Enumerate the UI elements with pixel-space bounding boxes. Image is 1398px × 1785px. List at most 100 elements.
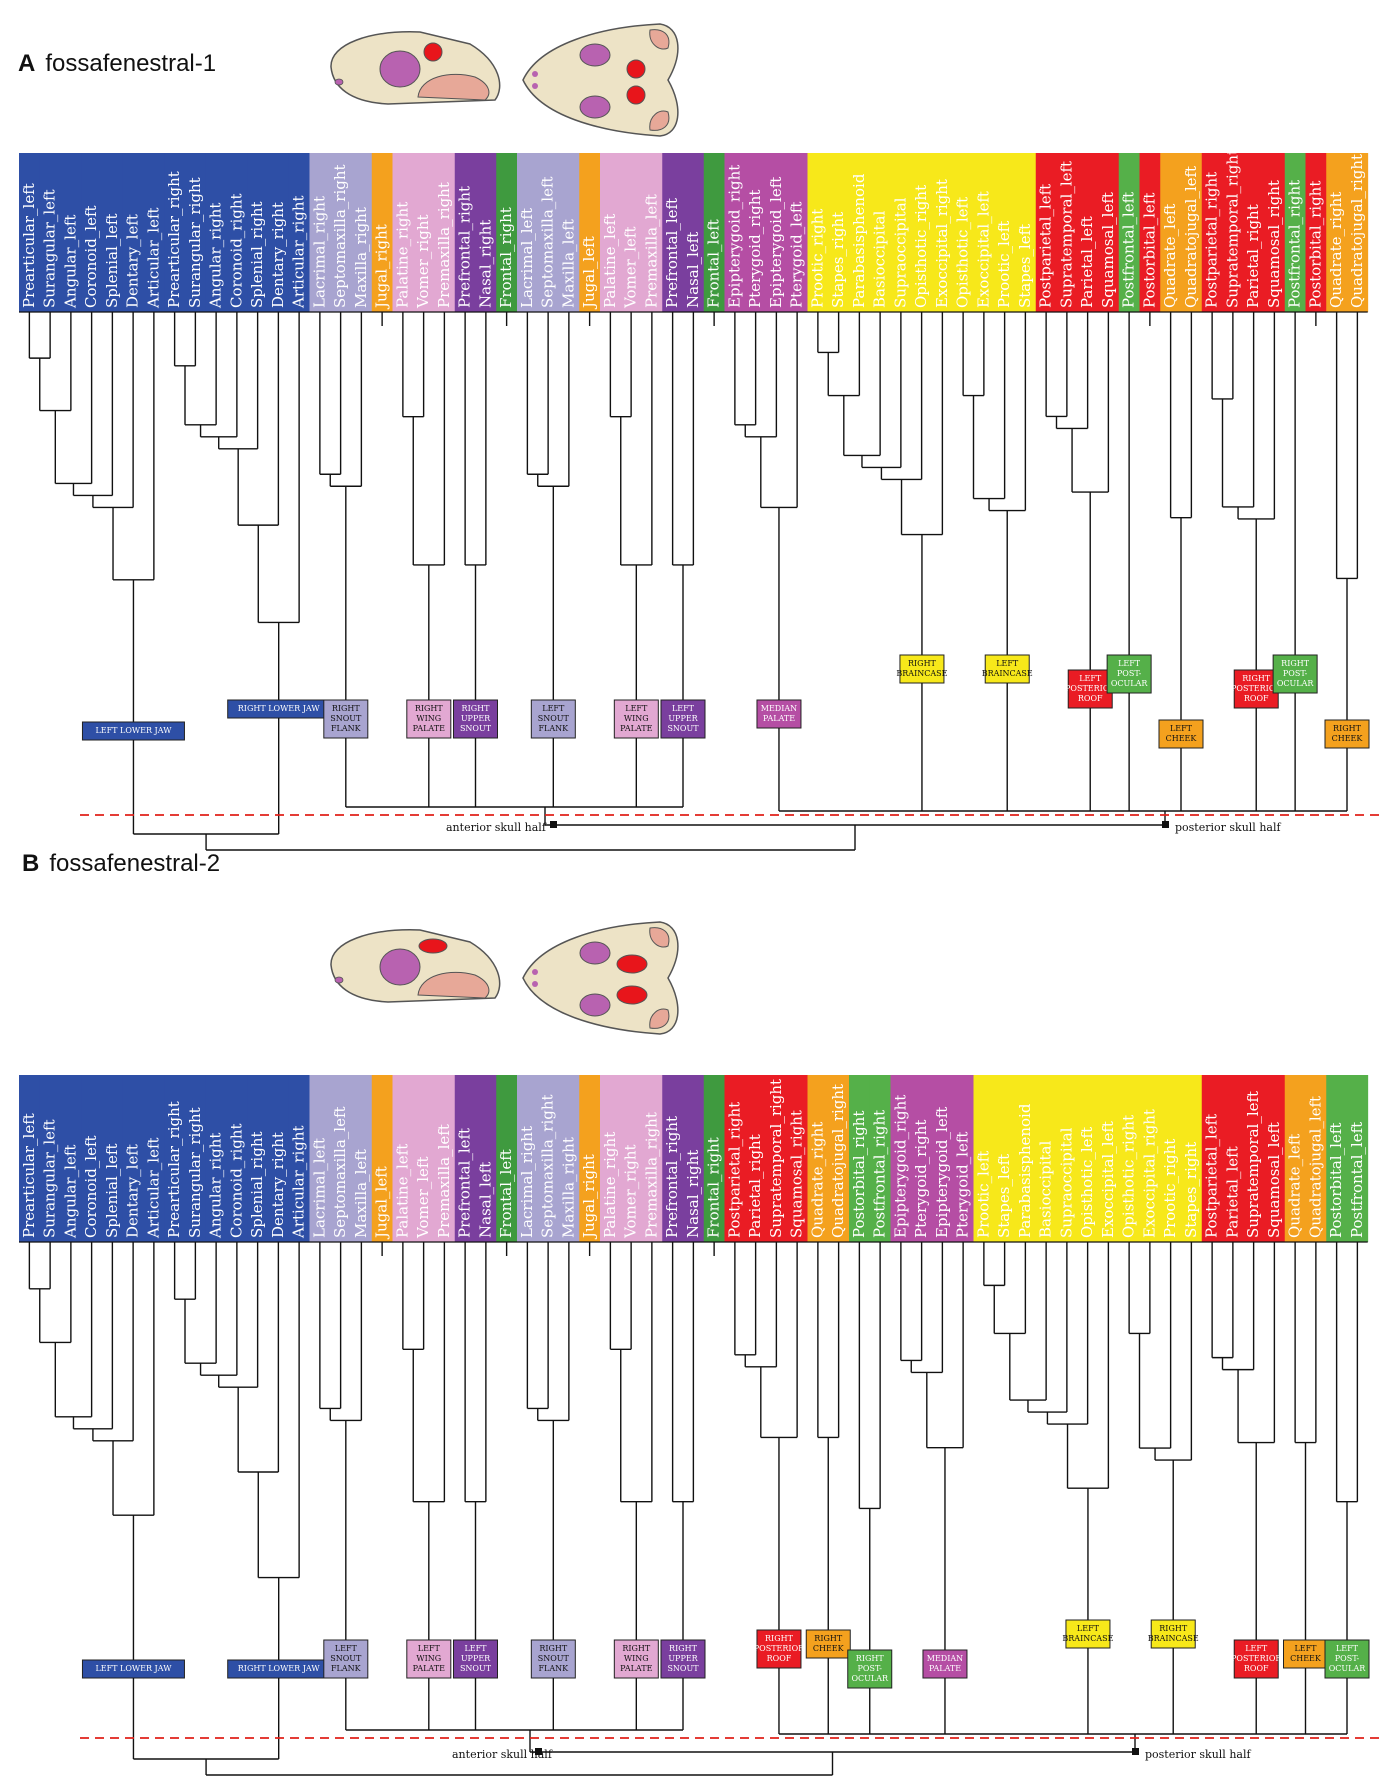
leaf-label: Surangular_left xyxy=(41,189,59,308)
leaf-label: Stapes_right xyxy=(829,212,847,308)
posterior-label: posterior skull half xyxy=(1175,821,1281,834)
leaf-cell xyxy=(1098,1075,1120,1242)
leaf-label: Prefrontal_right xyxy=(663,1116,681,1238)
fenestra-icon xyxy=(616,985,648,1005)
leaf-label: Prootic_left xyxy=(974,1151,992,1238)
leaf-cell xyxy=(122,153,144,312)
cheek-region-icon xyxy=(649,110,670,131)
module-label: RIGHT xyxy=(908,659,937,668)
leaf-cell xyxy=(1222,1075,1244,1242)
leaf-label: Splenial_right xyxy=(248,1131,266,1238)
leaf-cell xyxy=(932,153,954,312)
leaf-label: Coronoid_left xyxy=(82,1135,100,1238)
cheek-region-icon xyxy=(417,971,490,999)
leaf-label: Squamosal_right xyxy=(1265,180,1283,308)
leaf-label: Supraoccipital xyxy=(891,197,909,308)
module-label: SNOUT xyxy=(538,714,570,723)
module-box xyxy=(613,699,659,739)
module-label: BRAINCASE xyxy=(896,669,947,678)
leaf-label: Angular_right xyxy=(207,1133,225,1239)
module-label: LEFT xyxy=(1336,1644,1359,1653)
leaf-cell xyxy=(683,1075,705,1242)
module-label: LEFT xyxy=(418,1644,441,1653)
module-label: RIGHT xyxy=(332,704,361,713)
module-label: BRAINCASE xyxy=(982,669,1033,678)
module-label: UPPER xyxy=(461,714,491,723)
leaf-label: Postfrontal_right xyxy=(871,1110,889,1238)
leaf-cell xyxy=(81,153,103,312)
leaf-label: Opisthotic_left xyxy=(1078,1127,1096,1238)
leaf-cell xyxy=(849,1075,871,1242)
leaf-cell xyxy=(185,1075,207,1242)
module-box xyxy=(1233,669,1279,709)
module-label: OCULAR xyxy=(1111,679,1149,688)
module-label: RIGHT xyxy=(462,704,491,713)
module-label: OCULAR xyxy=(1277,679,1315,688)
leaf-label: Pterygoid_right xyxy=(912,1120,930,1238)
leaf-label: Coronoid_right xyxy=(227,1123,245,1238)
anterior-marker xyxy=(535,1748,542,1755)
leaf-label: Angular_left xyxy=(61,215,79,309)
module-label: UPPER xyxy=(668,714,698,723)
leaf-cell xyxy=(454,153,476,312)
leaf-label: Postfrontal_left xyxy=(1348,1122,1366,1238)
module-label: PALATE xyxy=(763,714,795,723)
leaf-label: Vomer_left xyxy=(622,226,640,309)
leaf-label: Opisthotic_left xyxy=(954,197,972,308)
leaf-cell xyxy=(620,153,642,312)
leaf-label: Prefrontal_left xyxy=(456,1128,474,1238)
leaf-label: Prefrontal_left xyxy=(663,198,681,308)
leaf-label: Quadrate_left xyxy=(1161,204,1179,308)
leaf-label: Stapes_left xyxy=(1016,224,1034,308)
leaf-label: Dentary_left xyxy=(124,1144,142,1238)
module-label: RIGHT xyxy=(539,1644,568,1653)
leaf-cell xyxy=(268,1075,290,1242)
leaf-label: Parietal_right xyxy=(1244,204,1262,308)
leaf-cell xyxy=(952,153,974,312)
leaf-cell xyxy=(600,1075,622,1242)
leaf-cell xyxy=(994,1075,1016,1242)
leaf-label: Stapes_left xyxy=(995,1154,1013,1238)
module-box xyxy=(613,1639,659,1679)
leaf-label: Stapes_right xyxy=(1182,1142,1200,1238)
module-label: SNOUT xyxy=(538,1654,570,1663)
leaf-cell xyxy=(1056,153,1078,312)
leaf-label: Postfrontal_left xyxy=(1120,192,1138,308)
module-box xyxy=(406,1639,452,1679)
leaf-label: Coronoid_left xyxy=(82,205,100,308)
leaf-cell xyxy=(475,1075,497,1242)
module-box xyxy=(899,654,945,684)
fenestra-icon xyxy=(418,938,448,954)
module-label: RIGHT LOWER JAW xyxy=(238,1664,321,1673)
leaf-cell xyxy=(268,153,290,312)
leaf-label: Articular_right xyxy=(290,1125,308,1239)
module-label: POSTERIOR xyxy=(1231,684,1282,693)
module-label: LEFT LOWER JAW xyxy=(95,726,172,735)
leaf-cell xyxy=(102,1075,124,1242)
nostril-icon xyxy=(334,78,344,86)
module-label: LEFT xyxy=(1245,1644,1268,1653)
leaf-cell xyxy=(911,153,933,312)
leaf-cell xyxy=(932,1075,954,1242)
leaf-cell xyxy=(807,1075,829,1242)
leaf-cell xyxy=(766,1075,788,1242)
module-box xyxy=(660,1639,706,1679)
leaf-cell xyxy=(226,1075,248,1242)
leaf-label: Supratemporal_right xyxy=(1223,149,1241,308)
leaf-cell xyxy=(413,1075,435,1242)
leaf-label: Supratemporal_left xyxy=(1057,161,1075,308)
leaf-label: Prefrontal_right xyxy=(456,186,474,308)
module-label: BRAINCASE xyxy=(1148,1634,1199,1643)
module-label: RIGHT xyxy=(415,704,444,713)
module-label: LEFT xyxy=(1079,674,1102,683)
nostril-icon xyxy=(532,83,538,89)
leaf-cell xyxy=(164,153,186,312)
leaf-cell xyxy=(1264,153,1286,312)
leaf-cell xyxy=(1139,153,1161,312)
module-label: ROOF xyxy=(1244,1664,1269,1673)
leaf-cell xyxy=(164,1075,186,1242)
